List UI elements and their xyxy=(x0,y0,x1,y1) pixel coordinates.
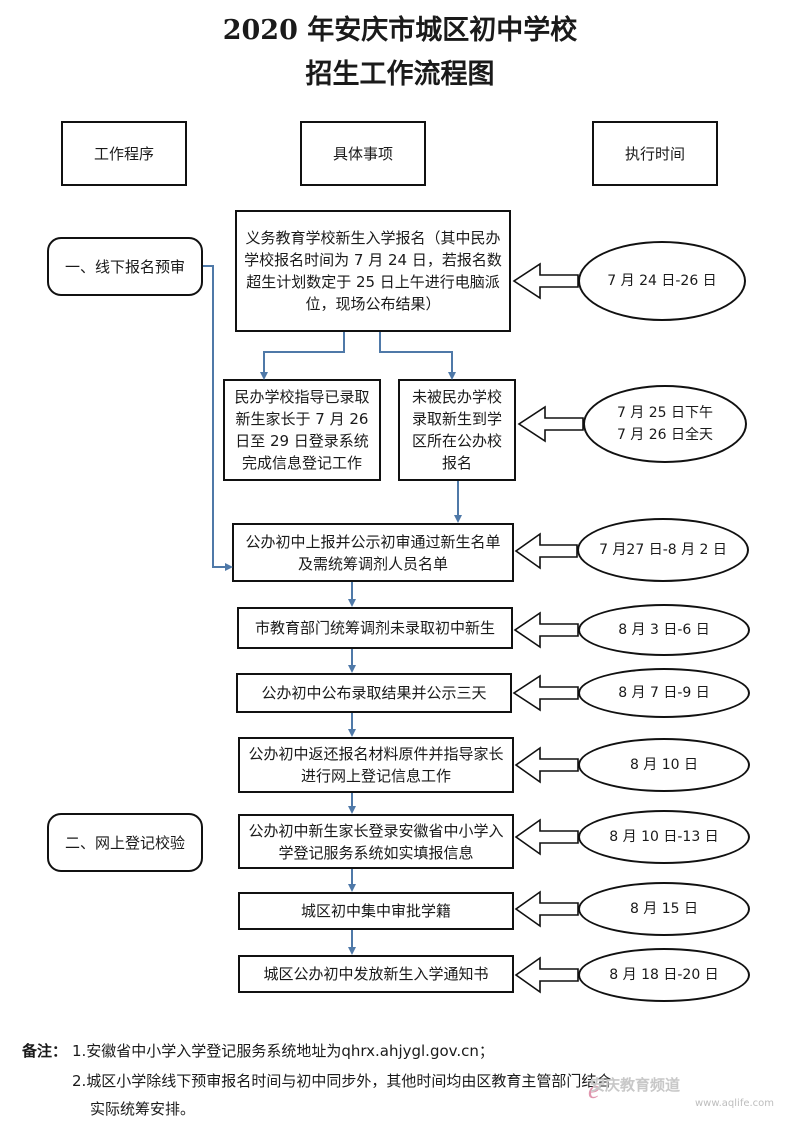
time-ellipse-4: 8 月 3 日-6 日 xyxy=(578,604,750,656)
time-ellipse-3: 7 月27 日-8 月 2 日 xyxy=(577,518,749,582)
hollow-arrow-5 xyxy=(512,674,579,712)
step-return-materials: 公办初中返还报名材料原件并指导家长进行网上登记信息工作 xyxy=(238,737,514,793)
watermark-url: www.aqlife.com xyxy=(695,1098,775,1109)
time-ellipse-1: 7 月 24 日-26 日 xyxy=(578,241,746,321)
stage-offline-prereview: 一、线下报名预审 xyxy=(47,237,203,296)
notes-line-2: 2.城区小学除线下预审报名时间与初中同步外，其他时间均由区教育主管部门结合 xyxy=(72,1072,612,1090)
hollow-arrow-4 xyxy=(513,611,579,649)
notes-line-3: 实际统筹安排。 xyxy=(90,1100,196,1118)
svg-text:e: e xyxy=(588,1075,600,1104)
time-ellipse-9: 8 月 18 日-20 日 xyxy=(578,948,750,1002)
time-ellipse-8: 8 月 15 日 xyxy=(578,882,750,936)
arrow-stage-to-s3 xyxy=(203,265,233,571)
watermark-text: 安庆教育频道 xyxy=(590,1076,681,1094)
hollow-arrow-3 xyxy=(514,532,578,570)
step-online-fill-info: 公办初中新生家长登录安徽省中小学入学登记服务系统如实填报信息 xyxy=(238,814,514,869)
time-ellipse-6: 8 月 10 日 xyxy=(578,738,750,792)
hollow-arrow-8 xyxy=(514,890,579,928)
time-ellipse-2-line1: 7 月 25 日下午 xyxy=(616,405,714,421)
hollow-arrow-9 xyxy=(514,956,579,994)
stage-online-verification: 二、网上登记校验 xyxy=(47,813,203,872)
time-ellipse-5: 8 月 7 日-9 日 xyxy=(578,668,750,718)
header-items: 具体事项 xyxy=(300,121,426,186)
step-publish-results: 公办初中公布录取结果并公示三天 xyxy=(236,673,512,713)
step-coordinate-allocation: 市教育部门统筹调剂未录取初中新生 xyxy=(237,607,513,649)
header-time: 执行时间 xyxy=(592,121,718,186)
diagram-title-line2: 招生工作流程图 xyxy=(305,59,495,90)
step-public-school-registration: 未被民办学校录取新生到学区所在公办校报名 xyxy=(398,379,516,481)
hollow-arrow-6 xyxy=(514,746,579,784)
time-ellipse-7: 8 月 10 日-13 日 xyxy=(578,810,750,864)
notes-line-1: 1.安徽省中小学入学登记服务系统地址为qhrx.ahjygl.gov.cn； xyxy=(72,1042,494,1060)
step-issue-admission-notice: 城区公办初中发放新生入学通知书 xyxy=(238,955,514,993)
arrow-split-left xyxy=(260,332,345,380)
header-procedure: 工作程序 xyxy=(61,121,187,186)
step-report-publicize-list: 公办初中上报并公示初审通过新生名单及需统筹调剂人员名单 xyxy=(232,523,514,582)
step-private-school-guidance: 民办学校指导已录取新生家长于 7 月 26 日至 29 日登录系统完成信息登记工… xyxy=(223,379,381,481)
diagram-title-line1: 2020 年安庆市城区初中学校 xyxy=(222,15,578,46)
arrow-split-right xyxy=(379,332,456,380)
hollow-arrow-2 xyxy=(517,405,584,443)
hollow-arrow-1 xyxy=(512,262,579,300)
time-ellipse-2: 7 月 25 日下午 7 月 26 日全天 xyxy=(583,385,747,463)
hollow-arrow-7 xyxy=(514,818,579,856)
notes-label: 备注： xyxy=(22,1042,68,1060)
step-approve-student-status: 城区初中集中审批学籍 xyxy=(238,892,514,930)
step-enrollment-registration: 义务教育学校新生入学报名（其中民办学校报名时间为 7 月 24 日，若报名数超生… xyxy=(235,210,511,332)
time-ellipse-2-line2: 7 月 26 日全天 xyxy=(616,427,714,443)
